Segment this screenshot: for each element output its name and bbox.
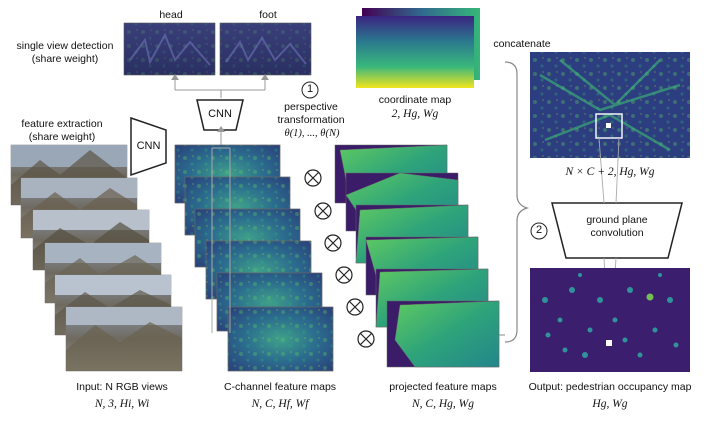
features-label: C-channel feature maps [223,381,337,393]
foot-detection-image [219,22,312,76]
input-label: Input: N RGB views [76,381,168,393]
concat-dims: N × C + 2, Hg, Wg [565,166,655,178]
projected-label: projected feature maps [389,381,497,393]
step1-number: 1 [306,83,314,95]
foot-label: foot [259,9,277,21]
feature-to-cnn-lines [211,147,231,333]
projected-feature-maps-stack [334,144,500,368]
output-dims: Hg, Wg [592,398,628,410]
concatenated-map [530,52,690,158]
top-cnn-block [196,99,244,131]
theta-label: θ(1), ..., θ(N) [284,128,340,139]
coordinate-map [356,8,480,88]
feature-cnn-label: CNN [136,140,161,152]
multiply-symbols [304,169,375,348]
concatenate-label: concatenate [493,38,551,50]
head-detection-image [123,22,216,76]
output-occupancy-map [530,268,690,372]
step2-number: 2 [535,224,543,236]
step1-text: perspective transformation [277,101,345,126]
input-dims: N, 3, Hi, Wi [94,398,150,410]
top-cnn-label: CNN [208,108,232,120]
step2-text: ground plane convolution [586,214,648,239]
output-label: Output: pedestrian occupancy map [528,381,692,393]
input-rgb-views [10,144,183,372]
cnn-to-detection-arrows [171,74,269,98]
feature-cnn-block [130,116,167,177]
feature-maps-stack [174,144,334,372]
coordinate-map-dims: 2, Hg, Wg [391,108,439,120]
head-label: head [159,9,183,21]
ground-plane-conv-block [551,202,683,259]
single-view-detection-label: single view detection (share weight) [16,40,114,65]
projected-dims: N, C, Hg, Wg [412,398,474,410]
step2-circle [530,222,548,240]
cnn-up-arrowhead [217,126,225,132]
concatenate-bracket [504,61,530,343]
feature-extraction-label: feature extraction (share weight) [21,118,103,143]
step1-circle [301,81,319,99]
coordinate-map-label: coordinate map [378,94,452,106]
features-dims: N, C, Hf, Wf [251,398,309,410]
